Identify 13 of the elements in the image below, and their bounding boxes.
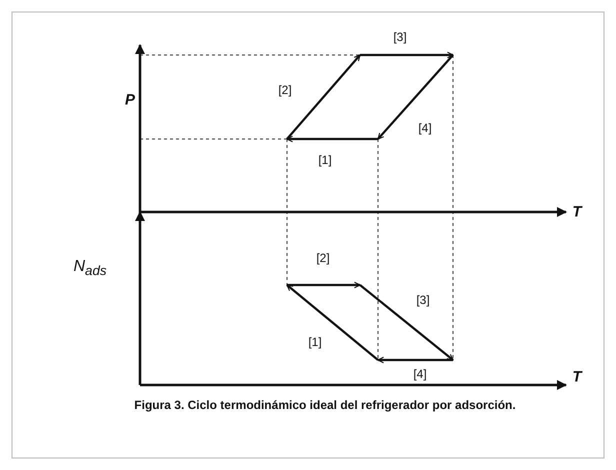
step-number: [3]	[393, 30, 407, 44]
axis-label: P	[125, 92, 135, 108]
axis-label: N$_{ads}$	[73, 258, 107, 278]
step-number: [2]	[278, 83, 292, 97]
axis-label: T	[572, 368, 582, 386]
step-number: [4]	[418, 121, 432, 135]
step-number: [4]	[413, 367, 427, 381]
figure-caption: Figura 3. Ciclo termodinámico ideal del refrigerador por adsorción.	[134, 398, 516, 412]
step-number: [1]	[318, 153, 332, 167]
step-number: [3]	[416, 293, 430, 307]
step-number: [2]	[316, 251, 330, 265]
step-number: [1]	[308, 335, 322, 349]
axis-label: T	[572, 204, 582, 220]
